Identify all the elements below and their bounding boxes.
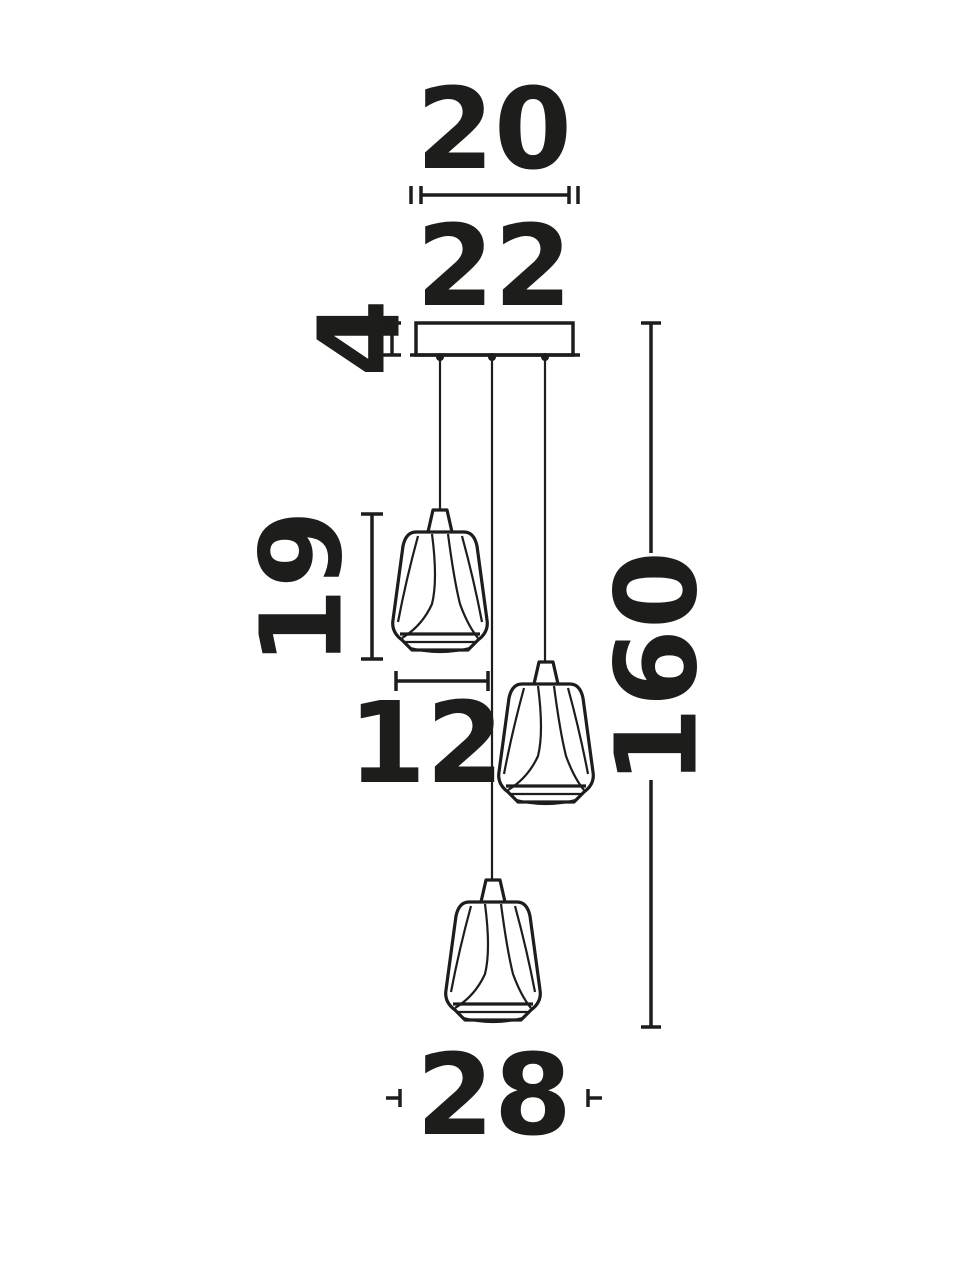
dimline-total-height [641,321,661,1029]
pendant-shade-left [391,508,489,654]
label-shade-height: 19 [237,510,367,666]
label-canopy-width: 20 [416,65,572,195]
cables [438,357,547,880]
dimline-canopy-width [409,186,580,204]
pendant-shade-right [497,660,595,806]
label-canopy-outer-width: 22 [416,202,572,332]
dimline-total-spread [386,1089,602,1107]
label-canopy-height: 4 [295,299,425,377]
dimline-shade-height [361,512,383,661]
dimline-canopy-height [383,321,401,357]
label-shade-width: 12 [348,679,504,809]
pendant-shade-bottom [444,878,542,1024]
label-total-spread: 28 [416,1031,572,1161]
dimline-shade-width [394,671,490,691]
label-total-height: 160 [592,551,722,785]
